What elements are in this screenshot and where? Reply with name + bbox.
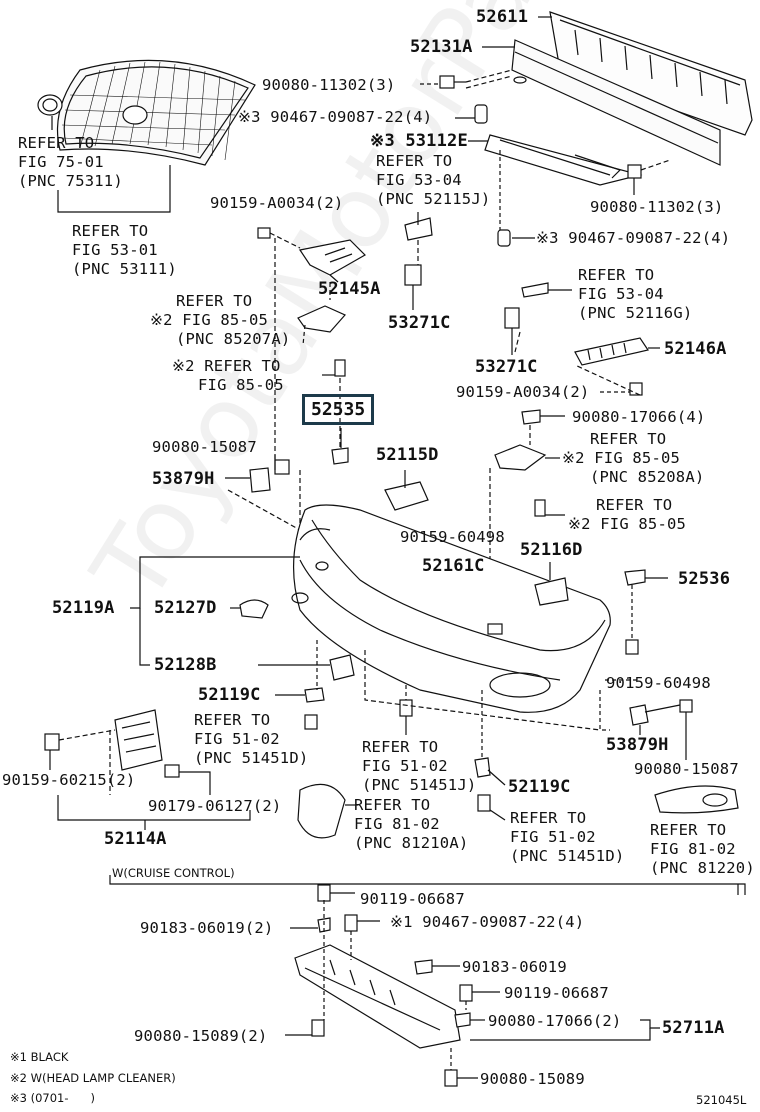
part-label-52146A[interactable]: 52146A [664, 339, 727, 359]
pnc-ref-85207A: (PNC 85207A) [176, 330, 291, 348]
part-label-52115D[interactable]: 52115D [376, 445, 439, 465]
pnc-ref-75311: (PNC 75311) [18, 172, 123, 190]
fig-ref-75-01[interactable]: FIG 75-01 [18, 153, 104, 171]
fig-ref-53-04[interactable]: FIG 53-04 [376, 171, 462, 189]
fig-ref-51-02-c[interactable]: FIG 51-02 [510, 828, 596, 846]
bolt-drawing [439, 75, 466, 89]
part-label-90467-b[interactable]: ※3 90467-09087-22(4) [536, 229, 731, 247]
refer-to-label: REFER TO [72, 222, 149, 240]
part-label-90159-A0034-a[interactable]: 90159-A0034(2) [210, 194, 344, 212]
part-label-90080-15089[interactable]: 90080-15089 [480, 1070, 585, 1088]
part-label-52128B[interactable]: 52128B [154, 655, 217, 675]
part-label-90080-17066-4[interactable]: 90080-17066(4) [572, 408, 706, 426]
pnc-ref-85208A: (PNC 85208A) [590, 468, 705, 486]
refer-to-label: REFER TO [578, 266, 655, 284]
refer-to-label: ※2 REFER TO [172, 357, 281, 375]
refer-to-label: REFER TO [650, 821, 727, 839]
fig-ref-53-04-b[interactable]: FIG 53-04 [578, 285, 664, 303]
part-label-52116D[interactable]: 52116D [520, 540, 583, 560]
part-label-52127D[interactable]: 52127D [154, 598, 217, 618]
part-label-53112E[interactable]: ※3 53112E [370, 131, 468, 151]
part-label-90183-06019[interactable]: 90183-06019 [462, 958, 567, 976]
part-label-53879H-b[interactable]: 53879H [606, 735, 669, 755]
part-label-90080-17066-2[interactable]: 90080-17066(2) [488, 1012, 622, 1030]
bracket-53112E-drawing [484, 134, 643, 186]
refer-to-label: REFER TO [354, 796, 431, 814]
part-label-90080-15087-b[interactable]: 90080-15087 [634, 760, 739, 778]
radiator-grille-drawing [37, 59, 256, 166]
legend-note-2: ※2 W(HEAD LAMP CLEANER) [10, 1071, 176, 1085]
pnc-ref-51451J: (PNC 51451J) [362, 776, 477, 794]
refer-to-label: REFER TO [590, 430, 667, 448]
pnc-ref-53111: (PNC 53111) [72, 260, 177, 278]
part-label-90179-06127-2[interactable]: 90179-06127(2) [148, 797, 282, 815]
pnc-ref-52116G: (PNC 52116G) [578, 304, 693, 322]
section-label-cruise-control: W(CRUISE CONTROL) [112, 866, 235, 880]
part-label-52119C-b[interactable]: 52119C [508, 777, 571, 797]
part-label-90080-15089-2[interactable]: 90080-15089(2) [134, 1027, 268, 1045]
refer-to-label: REFER TO [510, 809, 587, 827]
bumper-cover-drawing [291, 504, 611, 713]
fig-ref-51-02-a[interactable]: FIG 51-02 [194, 730, 280, 748]
pnc-ref-81210A: (PNC 81210A) [354, 834, 469, 852]
fig-ref-51-02-b[interactable]: FIG 51-02 [362, 757, 448, 775]
part-label-90119-06687-a[interactable]: 90119-06687 [360, 890, 465, 908]
pnc-ref-52115J: (PNC 52115J) [376, 190, 491, 208]
part-label-90467-c[interactable]: ※1 90467-09087-22(4) [390, 913, 585, 931]
part-label-52161C[interactable]: 52161C [422, 556, 485, 576]
part-label-52536[interactable]: 52536 [678, 569, 731, 589]
engine-under-cover-drawing [294, 944, 461, 1049]
fig-ref-81-02-a[interactable]: FIG 81-02 [354, 815, 440, 833]
part-label-90080-11302-3-a[interactable]: 90080-11302(3) [262, 76, 396, 94]
part-label-90159-60498-a[interactable]: 90159-60498 [400, 528, 505, 546]
fig-ref-85-05-a[interactable]: ※2 FIG 85-05 [150, 311, 269, 329]
part-label-52119A[interactable]: 52119A [52, 598, 115, 618]
fig-ref-53-01[interactable]: FIG 53-01 [72, 241, 158, 259]
pnc-ref-81220: (PNC 81220) [650, 859, 755, 877]
part-label-90467-a[interactable]: ※3 90467-09087-22(4) [238, 108, 433, 126]
legend-note-3: ※3 (0701- ) [10, 1091, 95, 1105]
refer-to-label: REFER TO [176, 292, 253, 310]
fig-ref-85-05-b[interactable]: FIG 85-05 [198, 376, 284, 394]
part-label-52611[interactable]: 52611 [476, 7, 529, 27]
part-label-53271C-a[interactable]: 53271C [388, 313, 451, 333]
refer-to-label: REFER TO [596, 496, 673, 514]
part-label-52131A[interactable]: 52131A [410, 37, 473, 57]
part-label-53271C-b[interactable]: 53271C [475, 357, 538, 377]
legend-note-1: ※1 BLACK [10, 1050, 69, 1064]
refer-to-label: REFER TO [18, 134, 95, 152]
part-label-90183-06019-2[interactable]: 90183-06019(2) [140, 919, 274, 937]
part-label-90080-11302-3-b[interactable]: 90080-11302(3) [590, 198, 724, 216]
highlighted-part-52535[interactable]: 52535 [302, 394, 375, 425]
part-label-90159-60215-2[interactable]: 90159-60215(2) [2, 771, 136, 789]
pnc-ref-51451D-b: (PNC 51451D) [510, 847, 625, 865]
part-label-52114A[interactable]: 52114A [104, 829, 167, 849]
part-label-90080-15087-a[interactable]: 90080-15087 [152, 438, 257, 456]
fig-ref-85-05-d[interactable]: ※2 FIG 85-05 [568, 515, 687, 533]
part-label-90159-A0034-b[interactable]: 90159-A0034(2) [456, 383, 590, 401]
part-label-52711A[interactable]: 52711A [662, 1018, 725, 1038]
page-code: 521045L [696, 1093, 747, 1107]
part-label-52145A[interactable]: 52145A [318, 279, 381, 299]
part-label-52119C-a[interactable]: 52119C [198, 685, 261, 705]
part-label-90159-60498-b[interactable]: 90159-60498 [606, 674, 711, 692]
fig-ref-81-02-b[interactable]: FIG 81-02 [650, 840, 736, 858]
refer-to-label: REFER TO [362, 738, 439, 756]
fig-ref-85-05-c[interactable]: ※2 FIG 85-05 [562, 449, 681, 467]
refer-to-label: REFER TO [194, 711, 271, 729]
part-label-90119-06687-b[interactable]: 90119-06687 [504, 984, 609, 1002]
retainer-52146A-drawing [574, 337, 649, 366]
part-label-53879H-a[interactable]: 53879H [152, 469, 215, 489]
bumper-reinforcement-drawing [511, 39, 721, 166]
refer-to-label: REFER TO [376, 152, 453, 170]
pnc-ref-51451D-a: (PNC 51451D) [194, 749, 309, 767]
